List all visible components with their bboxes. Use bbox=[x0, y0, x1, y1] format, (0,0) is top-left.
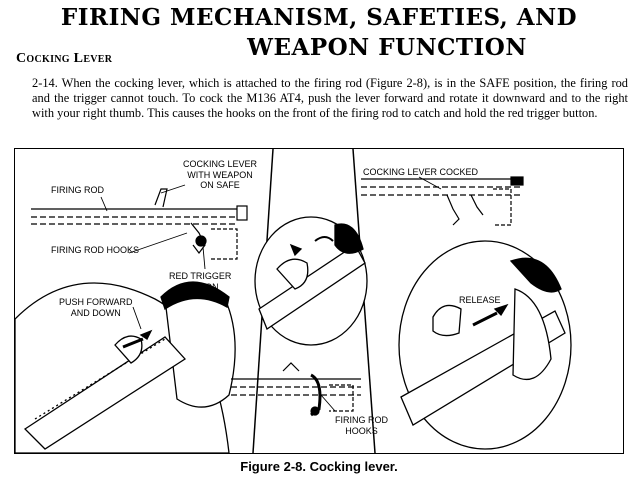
label-firing-rod-hooks-bottom: FIRING ROD HOOKS bbox=[335, 415, 388, 436]
section-heading: Cocking Lever bbox=[16, 51, 113, 66]
firing-rod-safe-detail bbox=[31, 188, 248, 260]
label-cocking-lever-cocked: COCKING LEVER COCKED bbox=[363, 167, 479, 177]
operator-push-scene bbox=[15, 281, 236, 453]
figure-illustration bbox=[15, 149, 572, 453]
callout-leaders bbox=[100, 176, 442, 412]
label-firing-rod-hooks-top: FIRING ROD HOOKS bbox=[51, 245, 140, 255]
section-paragraph: 2-14. When the cocking lever, which is a… bbox=[32, 76, 628, 121]
firing-rod-hooks-detail bbox=[231, 362, 361, 417]
slide-title-line-2: WEAPON FUNCTION bbox=[247, 34, 527, 61]
label-release: RELEASE bbox=[459, 295, 501, 305]
label-firing-rod: FIRING ROD bbox=[51, 185, 104, 195]
center-closeup bbox=[254, 216, 368, 346]
slide-title-line-1: FIRING MECHANISM, SAFETIES, AND bbox=[60, 4, 578, 31]
figure-cocking-lever: FIRING ROD COCKING LEVER WITH WEAPON ON … bbox=[14, 148, 624, 454]
label-red-trigger-button: RED TRIGGER BUTTON bbox=[169, 271, 232, 292]
firing-rod-cocked-detail bbox=[361, 176, 524, 226]
label-push-forward: PUSH FORWARD AND DOWN bbox=[59, 297, 133, 318]
operator-release-scene bbox=[398, 240, 572, 450]
label-cocking-lever-safe: COCKING LEVER WITH WEAPON ON SAFE bbox=[183, 159, 258, 190]
figure-caption: Figure 2-8. Cocking lever. bbox=[240, 459, 398, 474]
